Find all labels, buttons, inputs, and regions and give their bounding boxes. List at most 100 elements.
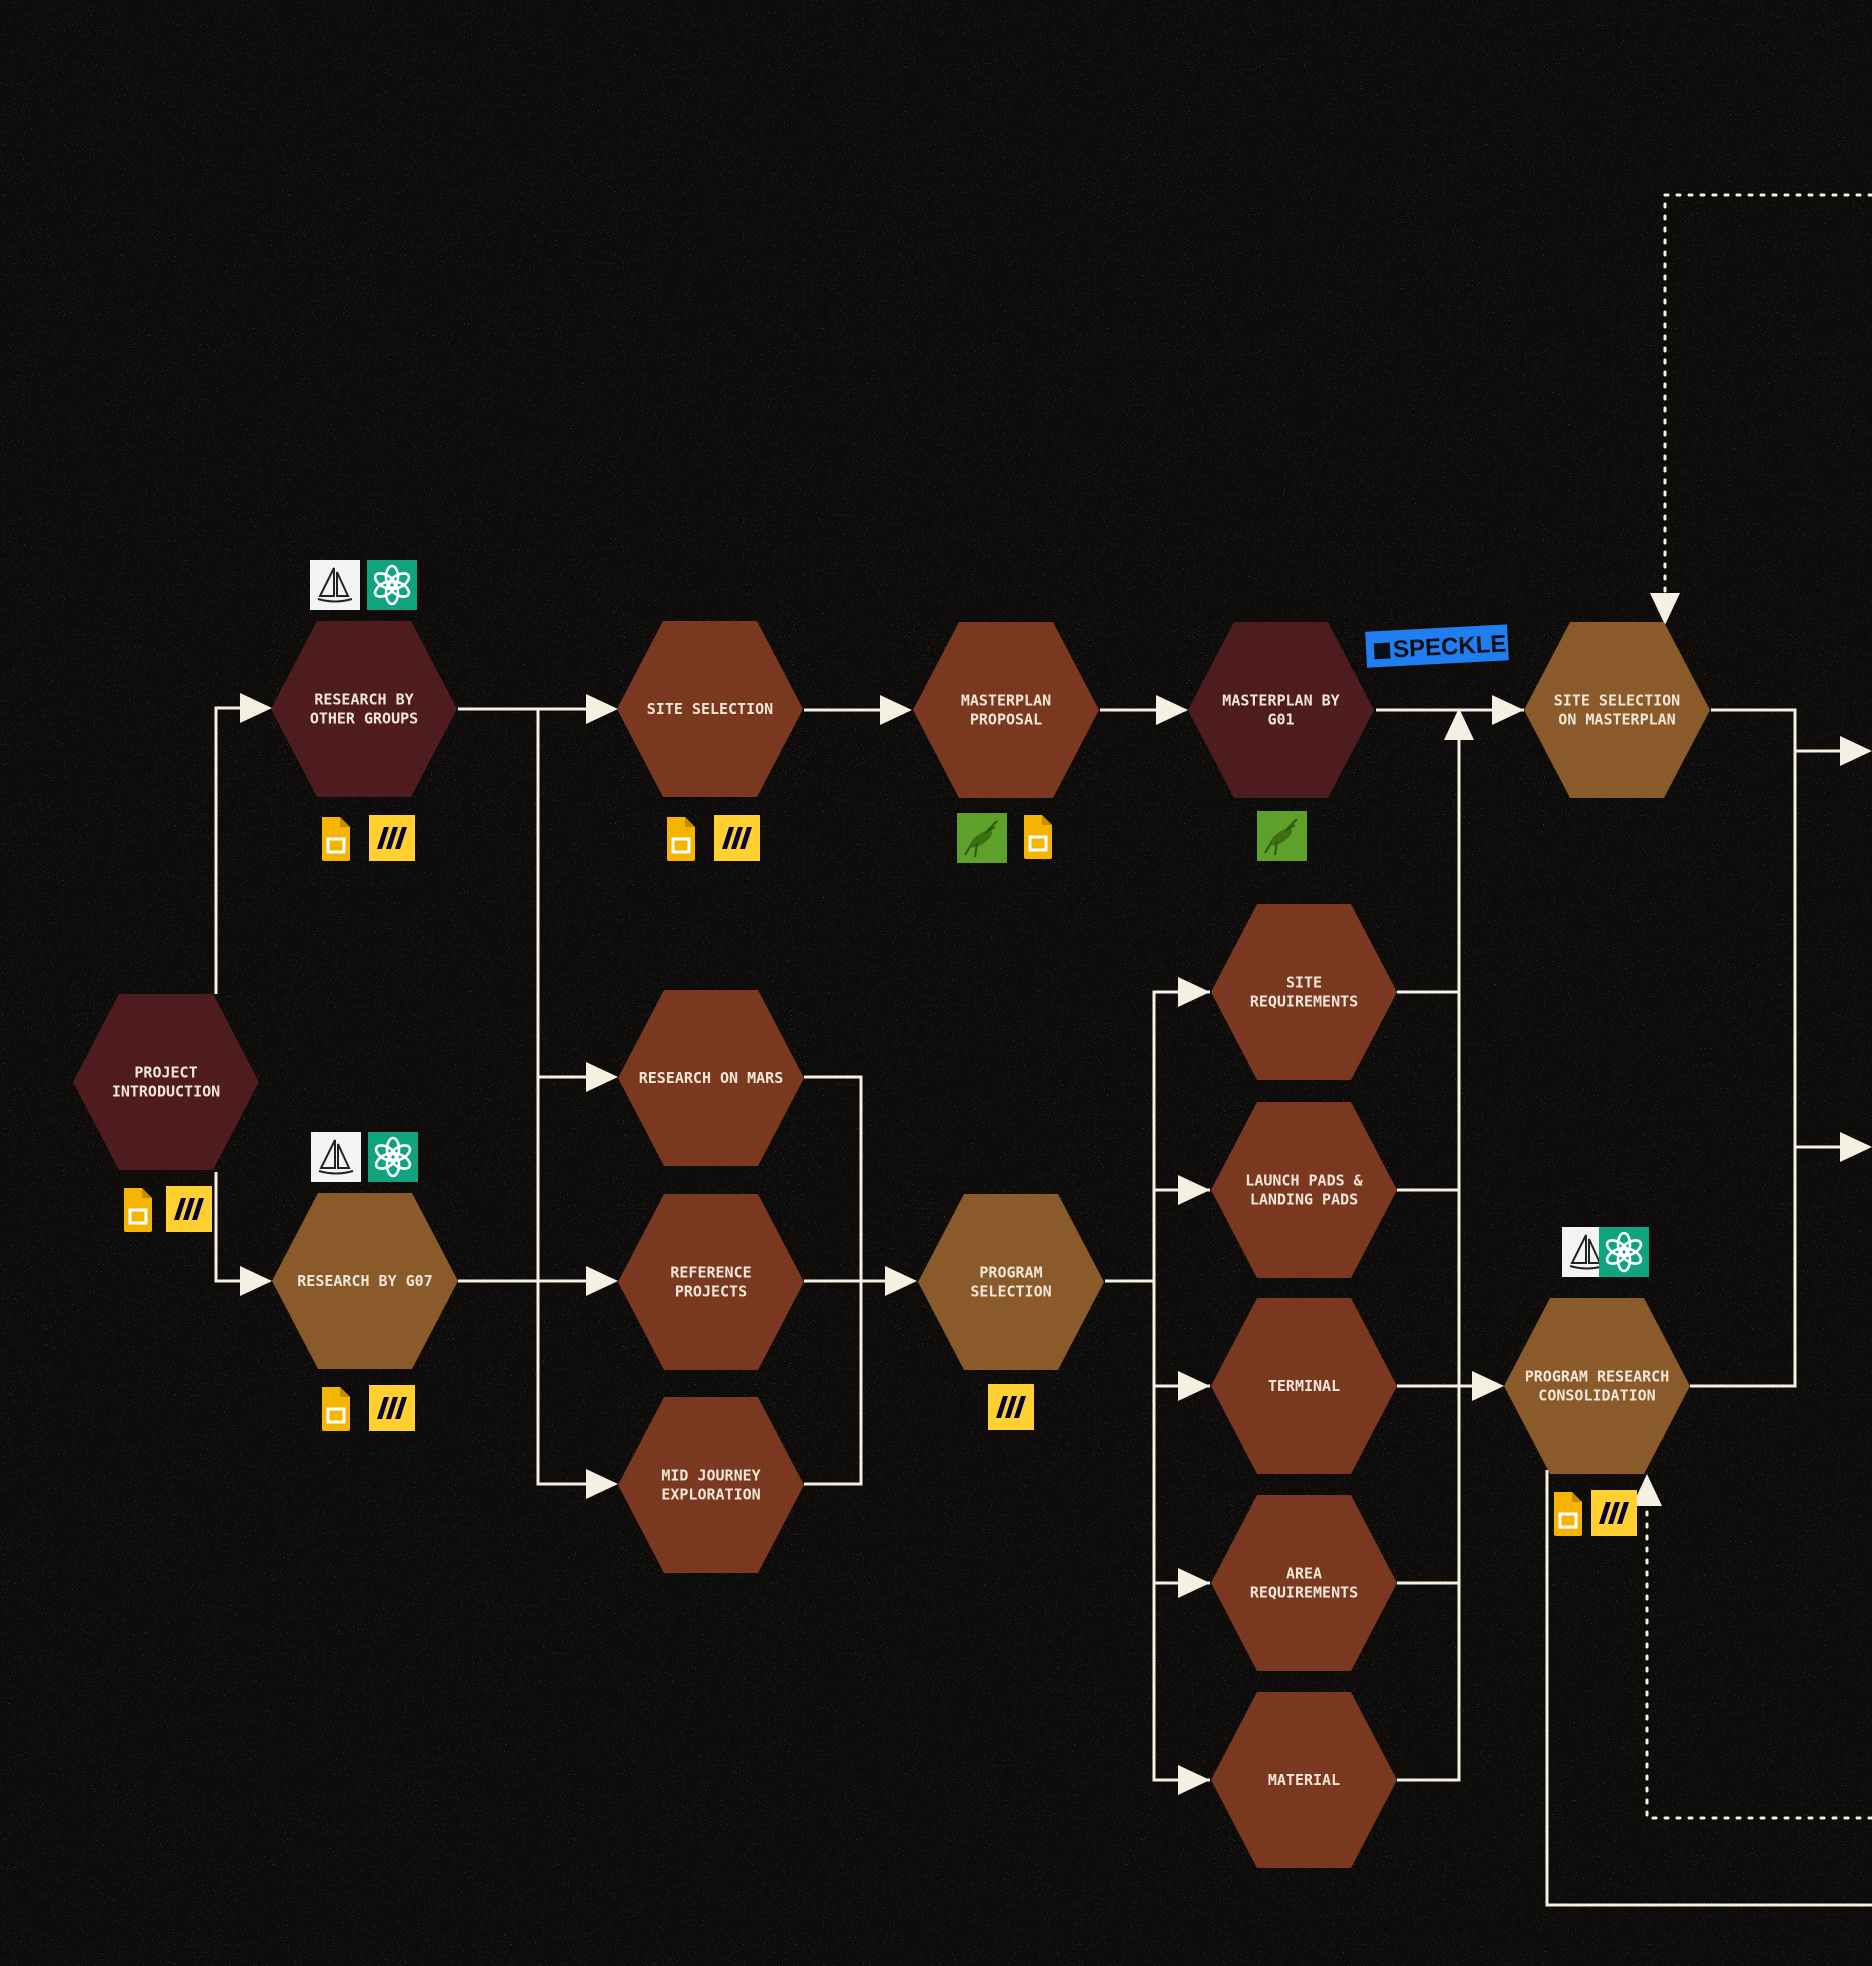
arrowhead [1156,695,1188,725]
arrowhead [586,1062,618,1092]
hexagon-shape [618,1194,804,1370]
arrowhead [1840,1132,1872,1162]
arrowhead [586,1266,618,1296]
speckle-badge: SPECKLE [1365,624,1509,668]
node-label: INTRODUCTION [112,1083,220,1101]
arrowhead [240,1266,272,1296]
arrowhead [1444,708,1474,740]
hexagon-shape [618,1397,804,1573]
hexagon-shape [1211,1495,1397,1671]
hexagon-shape [271,621,457,797]
node-label: PROGRAM RESEARCH [1525,1368,1670,1386]
node-label: LAUNCH PADS & [1245,1172,1363,1190]
connector-line [1663,193,1872,606]
node-label: RESEARCH BY G07 [297,1272,432,1290]
hexagon-shape [1188,622,1374,798]
speckle-logo-icon [1373,642,1391,660]
arrowhead [1178,1371,1210,1401]
connector-line [1645,1498,1872,1820]
node-label: SELECTION [970,1283,1051,1301]
miro-icon [1591,1490,1637,1536]
node-launch-pads[interactable]: LAUNCH PADS &LANDING PADS [1211,1102,1397,1278]
node-label: PROJECT [134,1064,197,1082]
connector-line [1690,708,1797,1388]
arrowhead [586,1469,618,1499]
node-label: PROJECTS [675,1283,747,1301]
node-label: SITE SELECTION [647,700,773,718]
miro-icon [714,815,760,861]
arrowhead [1632,1474,1662,1506]
tool-icons [124,560,1649,1536]
arrowhead [1178,1765,1210,1795]
google-slides-icon [1024,815,1052,859]
arrowhead [240,693,272,723]
hexagon-shape [918,1194,1104,1370]
hexagon-shape [913,622,1099,798]
arrowhead [1178,1568,1210,1598]
hexagon-shape [1524,622,1710,798]
midjourney-icon [311,1132,361,1182]
hexagon-shape [272,1193,458,1369]
node-label: AREA [1286,1565,1322,1583]
arrowhead [586,694,618,724]
node-label: CONSOLIDATION [1538,1387,1655,1405]
arrowhead [1472,1371,1504,1401]
arrowhead [1178,1175,1210,1205]
node-site-selection[interactable]: SITE SELECTION [617,621,803,797]
node-label: REFERENCE [670,1264,751,1282]
miro-icon [369,1385,415,1431]
speckle-badge-label: SPECKLE [1392,630,1507,663]
google-slides-icon [322,1387,350,1431]
arrowhead [885,1266,917,1296]
google-slides-icon [667,817,695,861]
google-slides-icon [124,1188,152,1232]
miro-icon [369,815,415,861]
node-label: OTHER GROUPS [310,710,418,728]
chatgpt-icon [1599,1227,1649,1277]
node-terminal[interactable]: TERMINAL [1211,1298,1397,1474]
node-label: MASTERPLAN [961,692,1051,710]
speckle-badge-group: SPECKLE [1365,624,1509,668]
chatgpt-icon [367,560,417,610]
google-slides-icon [1554,1492,1582,1536]
node-label: MASTERPLAN BY [1222,692,1339,710]
arrowhead [1840,736,1872,766]
arrowheads [240,593,1872,1795]
hexagon-shape [1211,1298,1397,1474]
node-label: EXPLORATION [661,1486,760,1504]
arrowhead [880,695,912,725]
node-label: PROGRAM [979,1264,1042,1282]
miro-icon [988,1384,1034,1430]
hexagon-shape [1504,1298,1690,1474]
grasshopper-icon [957,813,1007,863]
hexagon-shape [617,621,803,797]
hexagon-shape [73,994,259,1170]
node-label: REQUIREMENTS [1250,993,1358,1011]
chatgpt-icon [368,1132,418,1182]
node-label: LANDING PADS [1250,1191,1358,1209]
node-material[interactable]: MATERIAL [1211,1692,1397,1868]
node-label: PROPOSAL [970,711,1042,729]
midjourney-icon [310,560,360,610]
node-research-on-mars[interactable]: RESEARCH ON MARS [618,990,804,1166]
node-label: SITE [1286,974,1322,992]
node-label: ON MASTERPLAN [1558,711,1675,729]
node-research-by-g07[interactable]: RESEARCH BY G07 [272,1193,458,1369]
hexagon-shape [1211,1692,1397,1868]
node-label: TERMINAL [1268,1377,1340,1395]
arrowhead [1492,695,1524,725]
